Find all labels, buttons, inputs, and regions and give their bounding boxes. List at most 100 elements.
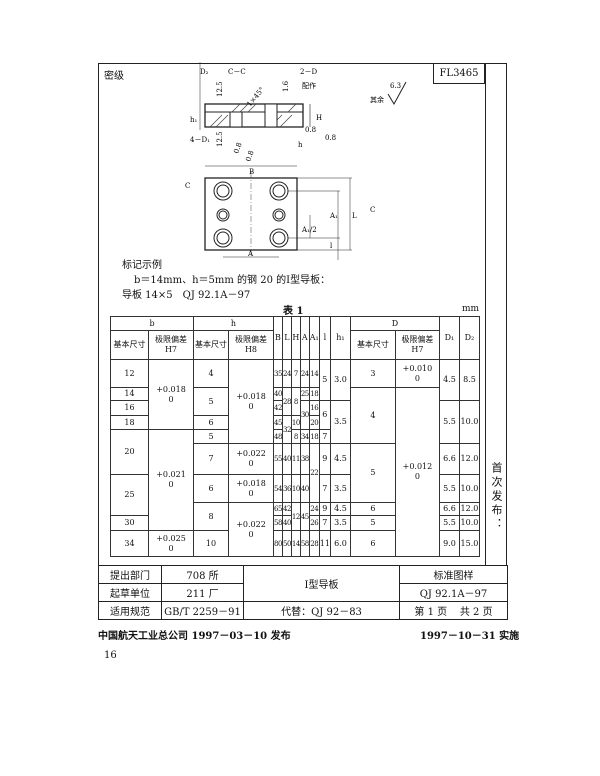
cell-D2: 12.0: [458, 502, 480, 516]
label-A1: A₁: [329, 212, 338, 220]
cell-A1: 16: [308, 400, 320, 416]
security-label: 密级: [104, 71, 124, 82]
header-basic-size: 基本尺寸: [110, 330, 149, 360]
section-drawing: D₂ C－C 2－D 配作 h₁ 4－D₁ 1×45° H h 12.5 12.…: [190, 62, 407, 163]
cell-D2: 10.0: [458, 400, 480, 444]
cell-A: 45: [299, 502, 310, 531]
cell-D: 5: [349, 515, 396, 531]
roughness-1-6: 1.6: [282, 80, 290, 92]
cell-H: 8: [290, 387, 301, 416]
cell-h-tol: +0.018 0: [228, 474, 274, 503]
label-section: C－C: [228, 68, 246, 76]
label-H: H: [316, 114, 322, 122]
header-hc: H: [290, 316, 301, 360]
roughness-symbol-icon: [387, 81, 407, 106]
cell-h: 10: [193, 530, 229, 557]
cell-h1: 6.0: [329, 530, 351, 557]
tolerance-label: 极限偏差: [401, 335, 434, 344]
cell-H: 10: [290, 474, 301, 503]
cell-l: 9: [318, 502, 331, 516]
spec: GB/T 2259－91: [161, 601, 244, 620]
effective-line: 1997－10－31 实施: [420, 631, 520, 642]
rest-roughness: 6.3: [390, 82, 401, 90]
cell-D1: 5.5: [438, 400, 460, 444]
cell-l: 11: [318, 530, 331, 557]
table-caption: 表 1: [283, 306, 304, 317]
cell-L: 28: [282, 387, 292, 416]
cell-D2: 10.0: [458, 515, 480, 531]
cell-H: 12: [290, 502, 301, 531]
cell-D2: 15.0: [458, 530, 480, 557]
cell-b: 34: [110, 530, 149, 557]
cell-D: 6: [349, 530, 396, 557]
header-l: L: [282, 316, 292, 360]
cell-A1: 20: [308, 415, 320, 430]
header-l: l: [318, 316, 331, 360]
cell-L: 32: [282, 415, 292, 444]
cell-A1: 24: [308, 502, 320, 516]
cell-l: 6: [318, 400, 331, 430]
cell-h1: 3.5: [329, 474, 351, 503]
cell-B: 45: [273, 415, 283, 430]
tolerance-grade: H7: [164, 345, 178, 354]
cell-D2: 8.5: [458, 359, 480, 401]
cell-L: 24: [282, 359, 292, 388]
label-chamfer: 1×45°: [245, 86, 266, 109]
roughness-0-8-b: 0.8: [325, 134, 336, 142]
cell-L: 40: [282, 515, 292, 531]
cell-A: 40: [299, 474, 310, 503]
cell-h1: 3.0: [329, 359, 351, 401]
page-total: 共 2 页: [459, 607, 493, 618]
cell-B: 58: [273, 515, 283, 531]
header-d: D: [349, 316, 440, 331]
roughness-0-8-d: 0.8: [244, 149, 255, 162]
cell-H: 14: [290, 530, 301, 557]
cell-D-tol: +0.012 0: [394, 387, 440, 557]
cell-A: 38: [299, 443, 310, 475]
cell-D: 4: [349, 387, 396, 444]
header-b: b: [110, 316, 194, 331]
cell-h: 5: [193, 387, 229, 416]
cell-A1: 28: [308, 530, 320, 557]
cell-A1: 18: [308, 429, 320, 444]
cell-h1: 4.5: [329, 502, 351, 516]
cell-b-tol: +0.018 0: [148, 359, 194, 430]
cell-D1: 4.5: [438, 359, 460, 401]
cell-h-tol: +0.022 0: [228, 502, 274, 557]
cell-H: 10: [290, 415, 301, 430]
roughness-12-5-b: 12.5: [216, 131, 224, 147]
cell-b-tol: +0.025 0: [148, 530, 194, 557]
label-d2: D₂: [200, 68, 209, 76]
cell-h: 6: [193, 415, 229, 430]
label-section-c-right: C: [370, 206, 375, 214]
frame-divider: [485, 63, 486, 565]
cell-D1: 9.0: [438, 530, 460, 557]
cell-A1: 22: [308, 443, 320, 503]
cell-h: 6: [193, 474, 229, 503]
cell-A: 24: [299, 359, 310, 388]
standard-number: QJ 92.1A－97: [399, 583, 508, 602]
cell-h-tol: +0.018 0: [228, 359, 274, 444]
cell-D: 6: [349, 502, 396, 516]
cell-D: 5: [349, 443, 396, 503]
rest-label: 其余: [370, 95, 384, 104]
plan-drawing: B A L A₁ A₁/2 l C C: [185, 165, 375, 260]
document-code: FL3465: [433, 63, 485, 84]
marking-line-1: b＝14mm、h＝5mm 的钢 20 的Ⅰ型导板：: [134, 275, 331, 286]
roughness-0-8-a: 0.8: [305, 126, 316, 134]
header-basic-size: 基本尺寸: [349, 330, 396, 360]
drafter-label: 起草单位: [98, 583, 162, 602]
cell-B: 48: [273, 429, 283, 444]
cell-b: 18: [110, 415, 149, 430]
cell-h-tol: +0.022 0: [228, 443, 274, 475]
cell-l: 9: [318, 443, 331, 475]
cell-h: 5: [193, 429, 229, 444]
cell-D1: 6.6: [438, 502, 460, 516]
cell-A: 25: [299, 387, 310, 401]
page-number: 16: [104, 650, 117, 661]
